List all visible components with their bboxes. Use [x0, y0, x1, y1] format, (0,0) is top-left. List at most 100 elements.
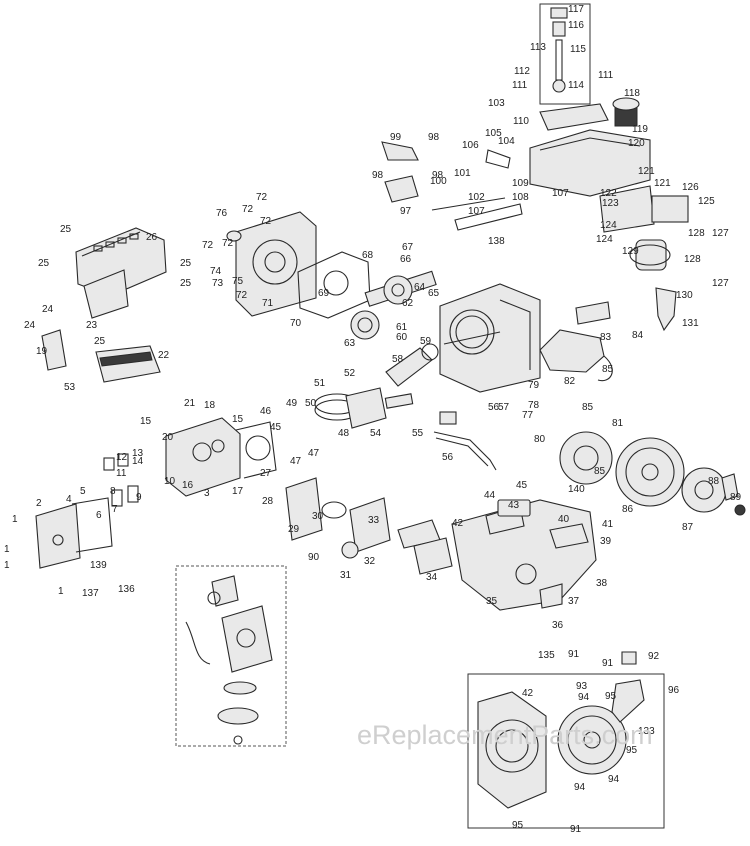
- part-callout: 109: [512, 178, 529, 189]
- part-callout: 60: [396, 332, 408, 343]
- part-callout: 5: [80, 486, 86, 497]
- ignition-coil: [539, 301, 613, 382]
- part-callout: 19: [36, 346, 48, 357]
- part-callout: 38: [596, 578, 608, 589]
- part-callout: 98: [372, 170, 384, 181]
- part-callout: 90: [308, 552, 320, 563]
- engine-block: [439, 283, 541, 393]
- part-callout: 77: [522, 410, 534, 421]
- part-callout: 85: [582, 402, 594, 413]
- part-callout: 2: [36, 498, 42, 509]
- part-callout: 43: [508, 500, 520, 511]
- part-callout: 72: [222, 238, 234, 249]
- part-callout: 13: [132, 448, 144, 459]
- part-callout: 85: [594, 466, 606, 477]
- part-callout: 85: [602, 364, 614, 375]
- part-callout: 97: [400, 206, 412, 217]
- part-callout: 118: [624, 88, 640, 99]
- part-callout: 17: [232, 486, 244, 497]
- air-cleaner: [41, 227, 167, 383]
- part-callout: 123: [602, 198, 619, 209]
- part-callout: 44: [484, 490, 496, 501]
- part-callout: 121: [638, 166, 655, 177]
- part-callout: 106: [462, 140, 479, 151]
- valve-springs: [103, 453, 139, 507]
- part-callout: 29: [288, 524, 300, 535]
- part-callout: 16: [182, 480, 194, 491]
- part-callout: 64: [414, 282, 426, 293]
- part-callout: 138: [488, 236, 505, 247]
- part-callout: 86: [622, 504, 634, 515]
- part-callout: 79: [528, 380, 540, 391]
- part-callout: 1: [4, 544, 10, 555]
- part-callout: 72: [260, 216, 272, 227]
- part-callout: 116: [568, 20, 584, 31]
- part-callout: 32: [364, 556, 376, 567]
- part-callout: 56: [442, 452, 454, 463]
- part-callout: 42: [522, 688, 534, 699]
- part-callout: 130: [676, 290, 693, 301]
- part-callout: 111: [598, 70, 614, 81]
- part-callout: 25: [60, 224, 72, 235]
- part-callout: 95: [626, 745, 638, 756]
- carburetor: [285, 477, 453, 575]
- part-callout: 26: [146, 232, 158, 243]
- part-callout: 72: [242, 204, 254, 215]
- part-callout: 139: [90, 560, 107, 571]
- part-callout: 72: [202, 240, 214, 251]
- part-callout: 99: [390, 132, 402, 143]
- part-callout: 112: [514, 66, 530, 77]
- crankshaft: [350, 270, 437, 340]
- part-callout: 131: [682, 318, 699, 329]
- part-callout: 137: [82, 588, 99, 599]
- part-callout: 56: [488, 402, 500, 413]
- part-callout: 125: [698, 196, 715, 207]
- part-callout: 83: [600, 332, 612, 343]
- part-callout: 129: [622, 246, 639, 257]
- part-callout: 46: [260, 406, 272, 417]
- part-callout: 89: [730, 492, 742, 503]
- part-callout: 124: [596, 234, 613, 245]
- flywheel: [559, 431, 746, 516]
- part-callout: 69: [318, 288, 330, 299]
- part-callout: 53: [64, 382, 76, 393]
- part-callout: 127: [712, 278, 729, 289]
- piston-assembly: [314, 343, 439, 429]
- part-callout: 128: [688, 228, 705, 239]
- part-callout: 76: [216, 208, 228, 219]
- part-callout: 18: [204, 400, 216, 411]
- part-callout: 108: [512, 192, 529, 203]
- electric-starter: [599, 185, 689, 332]
- part-callout: 41: [602, 519, 614, 530]
- part-callout: 50: [305, 398, 317, 409]
- part-callout: 52: [344, 368, 356, 379]
- part-callout: 105: [485, 128, 502, 139]
- part-callout: 88: [708, 476, 720, 487]
- part-callout: 14: [132, 456, 144, 467]
- part-callout: 133: [638, 726, 655, 737]
- part-callout: 58: [392, 354, 404, 365]
- part-callout: 40: [558, 514, 570, 525]
- part-callout: 72: [256, 192, 268, 203]
- part-callout: 54: [370, 428, 382, 439]
- part-callout: 1: [58, 586, 64, 597]
- part-callout: 94: [578, 692, 590, 703]
- part-callout: 98: [432, 170, 444, 181]
- part-callout: 67: [402, 242, 414, 253]
- part-callout: 136: [118, 584, 135, 595]
- part-callout: 87: [682, 522, 694, 533]
- part-callout: 70: [290, 318, 302, 329]
- part-callout: 30: [312, 511, 324, 522]
- part-callout: 94: [608, 774, 620, 785]
- part-callout: 72: [236, 290, 248, 301]
- fuel-tank-bracket: [381, 141, 523, 231]
- part-callout: 4: [66, 494, 72, 505]
- part-callout: 35: [486, 596, 498, 607]
- part-callout: 8: [110, 486, 116, 497]
- part-callout: 81: [612, 418, 624, 429]
- part-callout: 57: [498, 402, 510, 413]
- part-callout: 62: [402, 298, 414, 309]
- part-callout: 45: [516, 480, 528, 491]
- callout-labels: 1171161151131121111111141101181191201031…: [4, 4, 742, 835]
